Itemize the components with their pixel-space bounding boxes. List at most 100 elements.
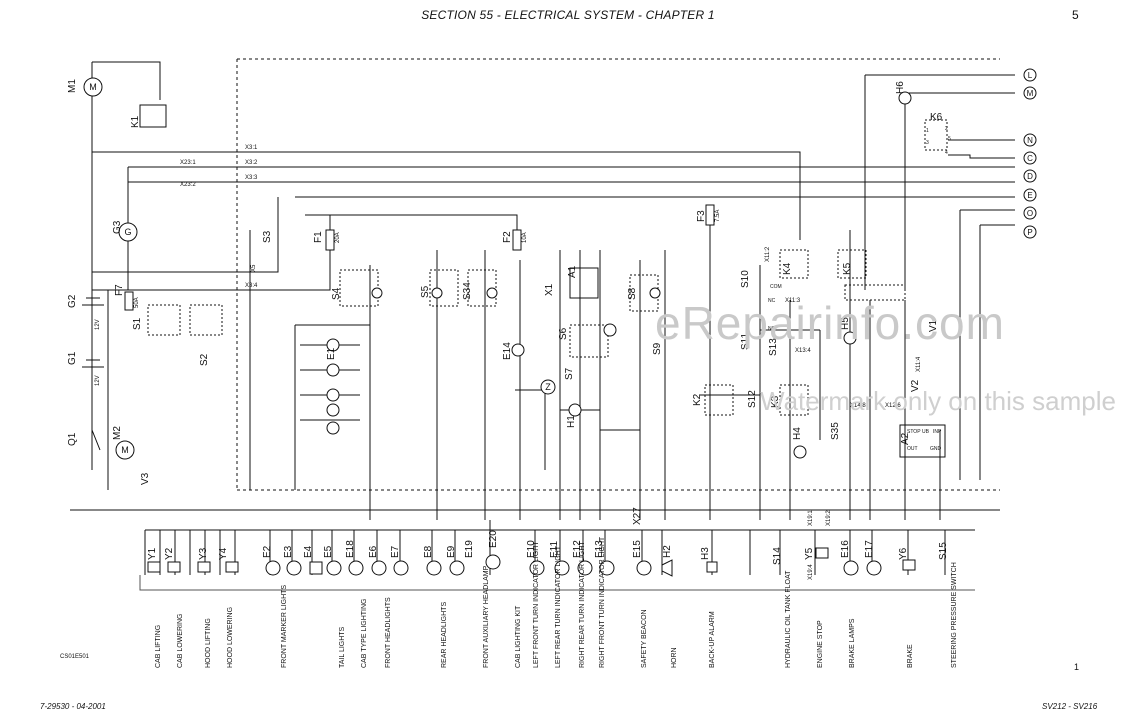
relay-k6 (924, 119, 948, 151)
svg-text:NC: NC (768, 298, 776, 304)
svg-text:Y2: Y2 (164, 547, 175, 560)
connector-o (1023, 206, 1037, 220)
svg-text:E8: E8 (423, 545, 434, 558)
right-links (700, 329, 821, 440)
svg-text:X3:2: X3:2 (245, 160, 258, 166)
bus-x5 (92, 197, 279, 273)
svg-text:ENGINE STOP: ENGINE STOP (817, 620, 824, 668)
battery-g2 (82, 290, 104, 320)
svg-text:N: N (1027, 136, 1033, 145)
svg-text:X19:2: X19:2 (826, 510, 832, 526)
drop-lines (249, 225, 941, 520)
svg-text:H1: H1 (566, 415, 577, 428)
connector-d (1023, 169, 1037, 183)
svg-text:X11:3: X11:3 (785, 298, 801, 304)
svg-text:X12:6: X12:6 (885, 403, 901, 409)
watermark-note: Watermark only on this sample (760, 386, 1116, 416)
svg-text:HYDRAULIC OIL TANK FLOAT: HYDRAULIC OIL TANK FLOAT (785, 570, 792, 668)
svg-text:S12: S12 (747, 390, 758, 408)
connector-m (1023, 86, 1037, 100)
svg-text:G: G (124, 227, 131, 237)
svg-text:FRONT MARKER LIGHTS: FRONT MARKER LIGHTS (281, 585, 288, 668)
function-captions: CAB LIFTING CAB LOWERING HOOD LIFTING HO… (155, 536, 958, 668)
svg-text:X23:1: X23:1 (180, 160, 196, 166)
svg-text:S13: S13 (768, 338, 779, 356)
svg-text:LEFT REAR TURN INDICATOR LIGHT: LEFT REAR TURN INDICATOR LIGHT (555, 545, 562, 668)
relay-k3 (779, 384, 809, 416)
svg-text:E4: E4 (303, 545, 314, 558)
solenoid-symbols (147, 547, 916, 577)
svg-text:3: 3 (926, 140, 929, 146)
svg-text:H5: H5 (840, 317, 851, 330)
battery-g1 (82, 340, 104, 392)
connector-l (1023, 68, 1037, 82)
svg-text:S10: S10 (740, 270, 751, 288)
svg-text:L: L (1028, 71, 1033, 80)
svg-text:BRAKE LAMPS: BRAKE LAMPS (849, 618, 856, 668)
svg-text:S7: S7 (564, 367, 575, 380)
svg-text:HOOD LOWERING: HOOD LOWERING (227, 607, 234, 668)
svg-text:E17: E17 (864, 540, 875, 558)
svg-text:INP: INP (933, 429, 942, 435)
svg-text:CAB TYPE LIGHTING: CAB TYPE LIGHTING (361, 599, 368, 669)
svg-text:RIGHT FRONT TURN INDICATOR LIG: RIGHT FRONT TURN INDICATOR LIGHT (599, 536, 606, 668)
motor-m1 (83, 77, 103, 97)
svg-text:O: O (1027, 209, 1033, 218)
svg-text:M: M (1027, 89, 1034, 98)
svg-text:COM: COM (770, 284, 782, 290)
svg-text:Y3: Y3 (198, 547, 209, 560)
n-c-lines (948, 139, 1015, 159)
svg-text:E2: E2 (262, 545, 273, 558)
fuse-f2 (512, 229, 522, 251)
svg-text:F2: F2 (502, 231, 513, 243)
model-range: SV212 - SV216 (1042, 702, 1098, 711)
svg-text:M: M (121, 445, 129, 455)
svg-text:50A: 50A (134, 297, 140, 308)
svg-text:K1: K1 (130, 115, 141, 128)
svg-text:S3: S3 (262, 230, 273, 243)
svg-text:S2: S2 (199, 353, 210, 366)
svg-text:20A: 20A (335, 232, 341, 243)
fuse-f1 (325, 229, 335, 251)
svg-text:M2: M2 (112, 426, 123, 440)
svg-text:12V: 12V (95, 319, 101, 330)
svg-text:S6: S6 (558, 327, 569, 340)
svg-text:REAR HEADLIGHTS: REAR HEADLIGHTS (441, 602, 448, 668)
svg-text:K3: K3 (770, 395, 781, 408)
svg-text:M1: M1 (67, 79, 78, 93)
svg-text:K4: K4 (782, 262, 793, 275)
fuse-f7 (124, 291, 134, 311)
svg-text:S35: S35 (830, 422, 841, 440)
svg-text:S5: S5 (420, 285, 431, 298)
svg-text:V3: V3 (140, 472, 151, 485)
svg-text:A2: A2 (900, 432, 911, 445)
svg-text:12V: 12V (95, 375, 101, 386)
svg-text:X11:4: X11:4 (916, 356, 922, 372)
svg-text:E20: E20 (488, 530, 499, 548)
l-m-lines (864, 74, 1015, 290)
svg-text:NO: NO (768, 326, 776, 332)
svg-text:E13: E13 (594, 540, 605, 558)
svg-text:H4: H4 (792, 427, 803, 440)
svg-text:CAB LIFTING: CAB LIFTING (155, 625, 162, 668)
svg-text:E12: E12 (572, 540, 583, 558)
lamp-symbols (265, 91, 912, 576)
svg-text:HORN: HORN (671, 647, 678, 668)
alternator-g3 (118, 222, 138, 242)
module-boundary (236, 58, 1000, 491)
svg-text:S8: S8 (627, 287, 638, 300)
svg-text:GND: GND (930, 446, 942, 452)
svg-text:BRAKE: BRAKE (907, 644, 914, 668)
svg-text:K2: K2 (692, 393, 703, 406)
svg-text:H6: H6 (895, 81, 906, 94)
bus-x3-1 (92, 151, 801, 240)
svg-text:E9: E9 (446, 545, 457, 558)
svg-text:S14: S14 (772, 547, 783, 565)
svg-text:F1: F1 (313, 231, 324, 243)
svg-text:X11:2: X11:2 (765, 246, 771, 262)
svg-text:E5: E5 (323, 545, 334, 558)
drawing-id: CS01E501 (60, 654, 90, 660)
svg-text:2: 2 (945, 126, 948, 132)
module-a2 (899, 424, 946, 458)
